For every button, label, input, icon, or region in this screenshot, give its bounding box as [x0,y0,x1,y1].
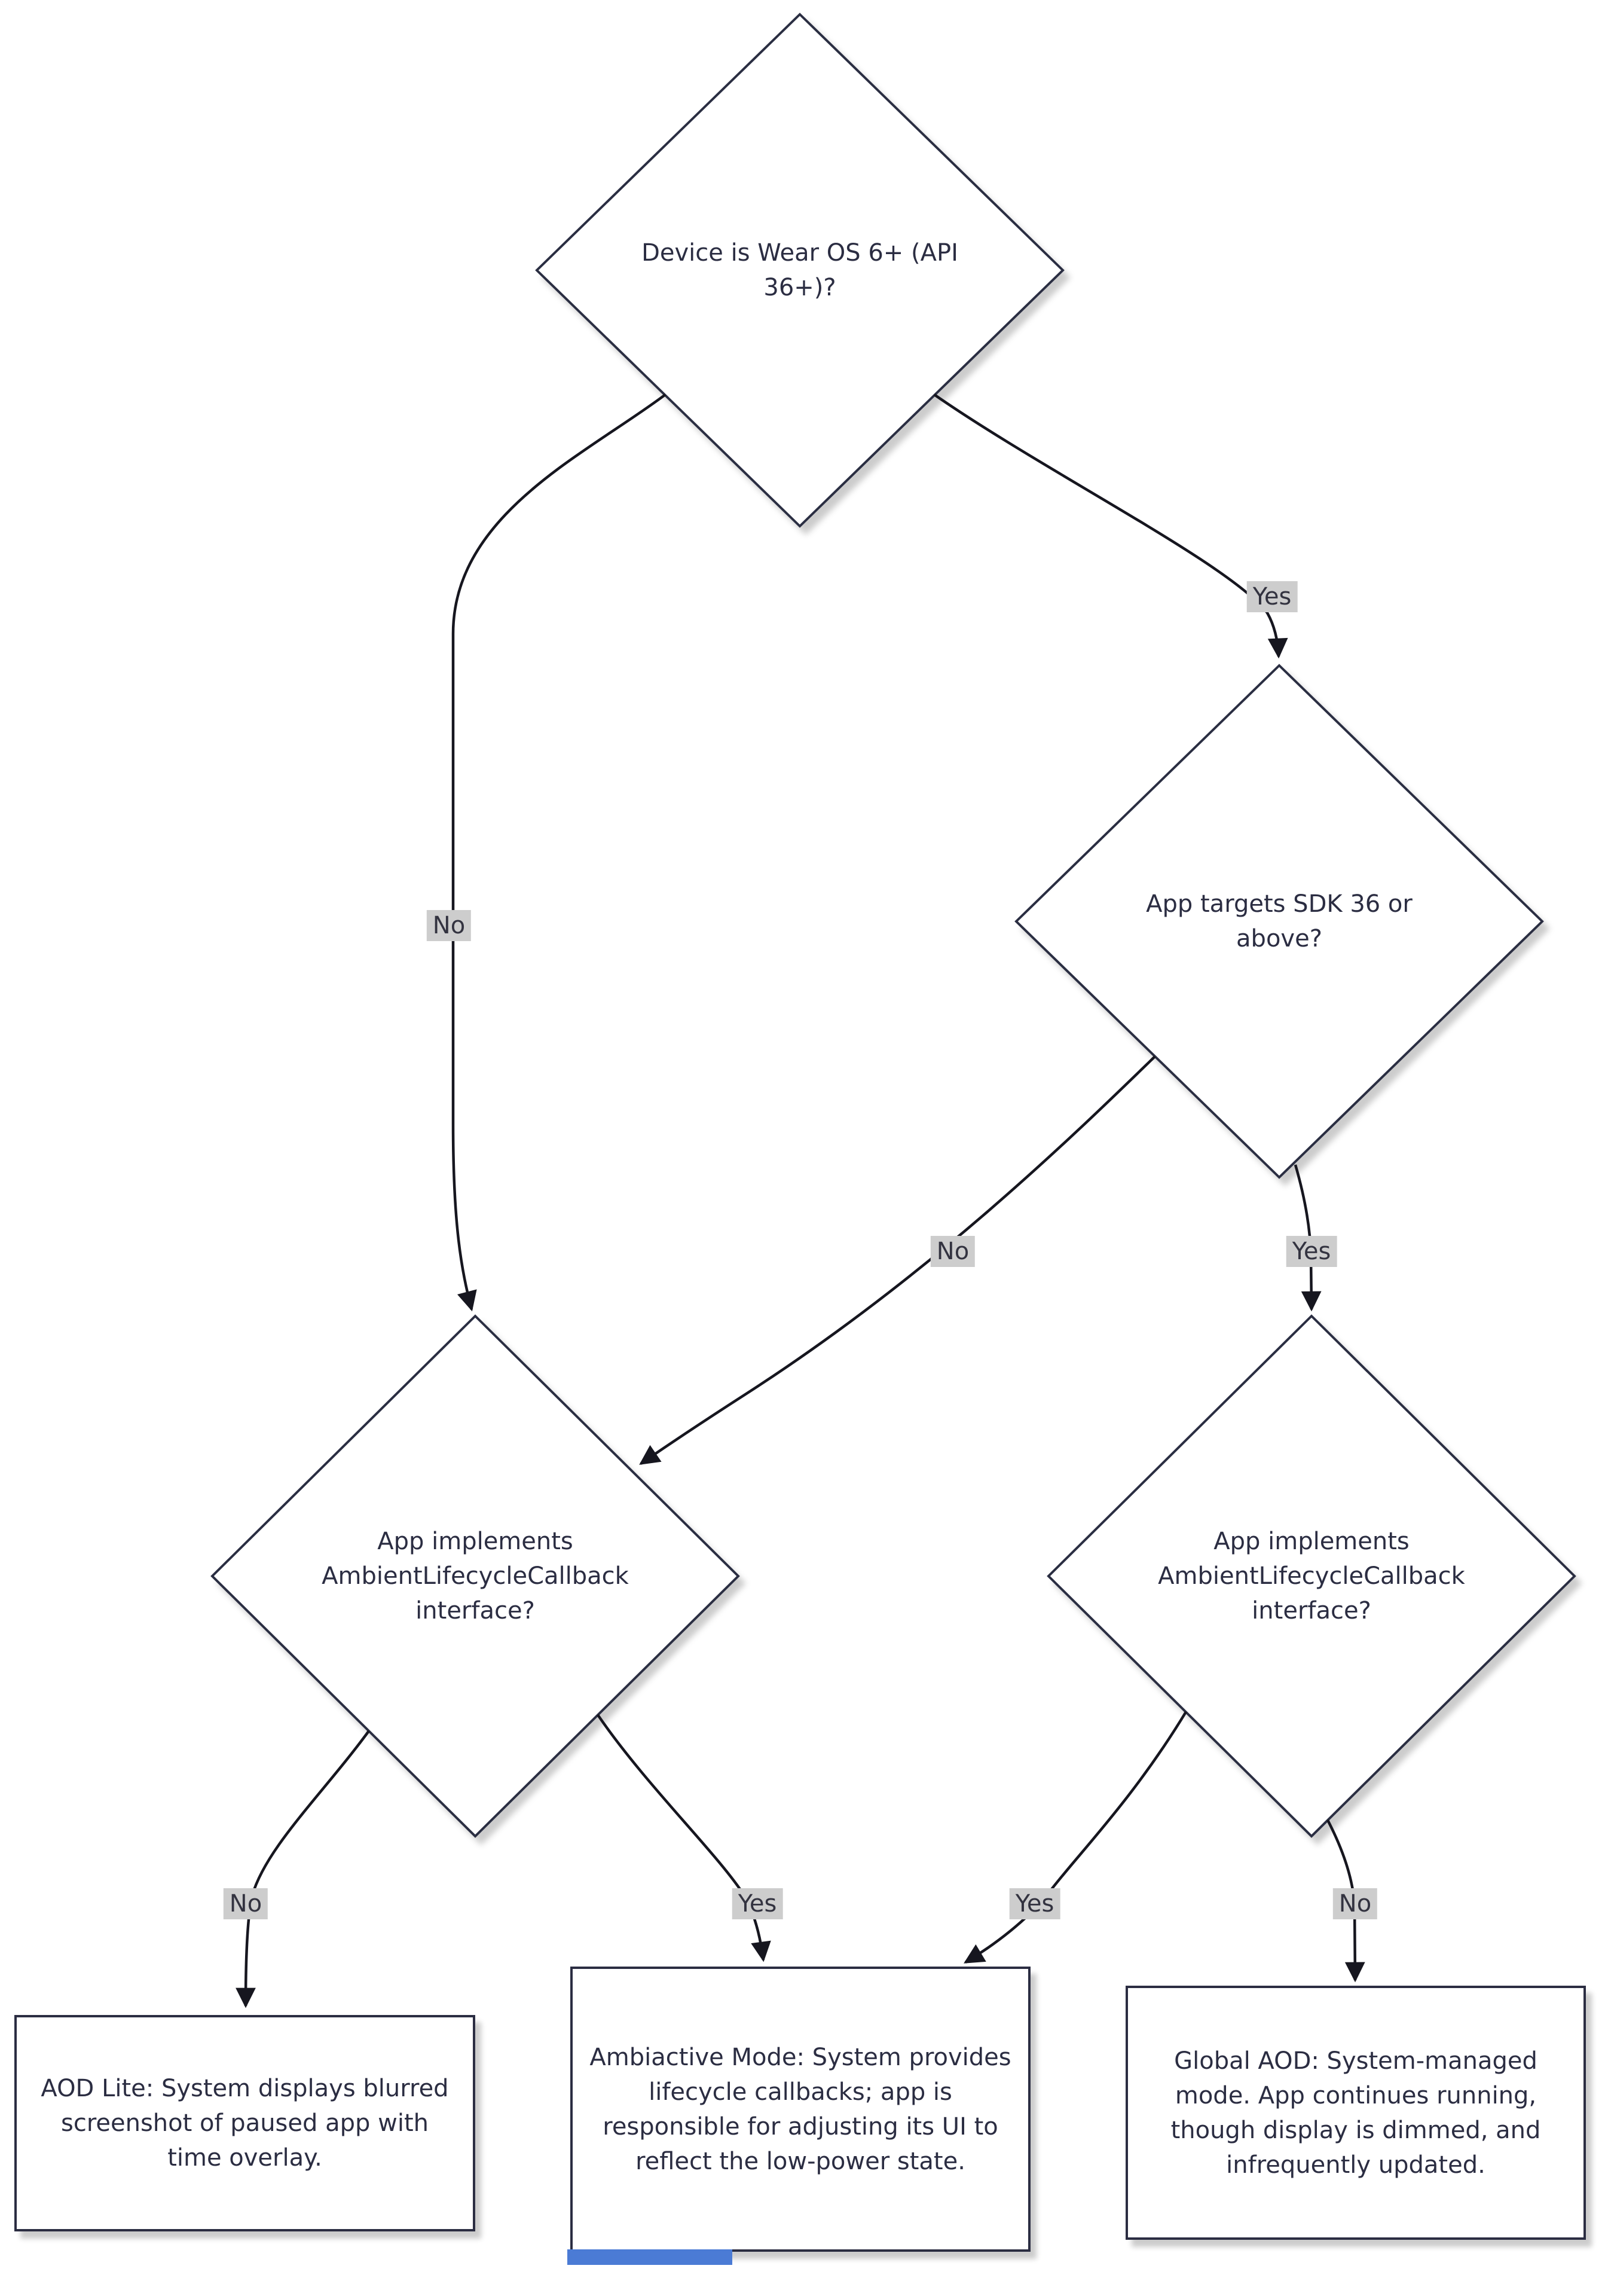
result-global-aod-text: Global AOD: System-managed mode. App con… [1170,2047,1541,2179]
edge-device-yes [933,393,1288,659]
edge-sdk36-no [639,1055,1156,1465]
edge-device-no [451,393,667,1312]
decision-callback-left-label: App implements AmbientLifecycleCallback … [322,1528,629,1625]
decision-callback-right-label: App implements AmbientLifecycleCallback … [1158,1528,1465,1625]
decision-callback-right-diamond [1047,1314,1576,1838]
edge-label-callback-left-no: No [223,1888,268,1919]
result-global-aod-box: Global AOD: System-managed mode. App con… [1126,1986,1586,2240]
edge-label-sdk36-yes: Yes [1286,1236,1337,1267]
decision-device-diamond [535,13,1065,528]
decision-diamonds [210,13,1576,1838]
selection-highlight-strip [567,2249,732,2265]
result-aod-lite-box: AOD Lite: System displays blurred screen… [14,2015,475,2231]
flow-arrows [236,393,1365,2008]
edge-label-callback-right-no: No [1332,1888,1378,1919]
edge-label-device-yes: Yes [1246,581,1298,612]
result-ambiactive-box: Ambiactive Mode: System provides lifecyc… [570,1967,1031,2252]
decision-callback-left-diamond [210,1314,740,1838]
edge-label-callback-left-yes: Yes [732,1888,783,1919]
edge-label-callback-right-yes: Yes [1009,1888,1060,1919]
edge-callback-right-yes [964,1711,1187,1964]
edge-label-sdk36-no: No [930,1236,976,1267]
edge-callback-left-no [236,1730,370,2008]
decision-sdk36-label: App targets SDK 36 or above? [1146,890,1413,952]
decision-sdk36-diamond [1014,664,1544,1179]
result-ambiactive-text: Ambiactive Mode: System provides lifecyc… [589,2043,1011,2175]
edge-callback-left-yes [597,1714,771,1962]
result-aod-lite-text: AOD Lite: System displays blurred screen… [41,2075,449,2172]
decision-device-label: Device is Wear OS 6+ (API 36+)? [641,239,958,301]
edge-label-device-no: No [426,910,472,941]
